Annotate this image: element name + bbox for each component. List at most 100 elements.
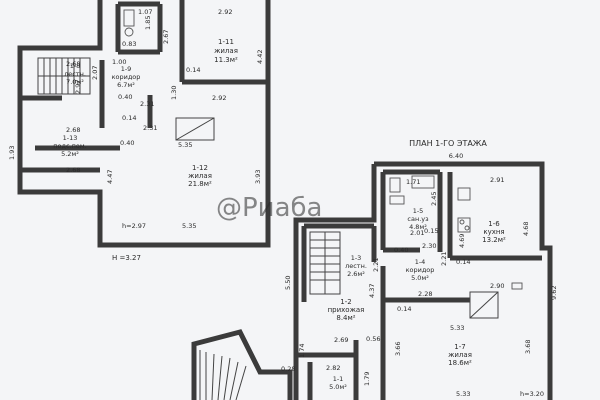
dim-2-97: 2.97	[74, 80, 82, 94]
dim-5-33-a: 5.33	[450, 324, 464, 332]
floor-title: ПЛАН 1-ГО ЭТАЖА	[409, 139, 487, 148]
room-1-9-name: коридор	[112, 73, 141, 81]
dim-2-30: 2.30	[422, 242, 436, 250]
room-1-11-number: 1-11	[218, 38, 234, 46]
room-1-11-name: жилая	[214, 47, 238, 55]
dim-2-45: 2.45	[430, 192, 438, 206]
room-1-5-area: 4.8м²	[409, 223, 427, 231]
dim-2-91: 2.91	[490, 176, 504, 184]
dim-0-40-b: 0.40	[120, 139, 134, 147]
dim-5-33-b: 5.33	[456, 390, 470, 398]
porch-step	[217, 355, 223, 400]
height-lower: h=3.20	[520, 390, 544, 398]
dim-1-00: 1.00	[112, 58, 126, 66]
dim-2-67: 2.67	[162, 30, 170, 44]
stove-fixture	[457, 217, 471, 233]
niche-room-1-12	[175, 117, 215, 141]
room-1-6-area: 13.2м²	[482, 236, 506, 244]
porch-step	[229, 361, 239, 400]
height-upper-inner: h=2.97	[122, 222, 146, 230]
room-1-12-area: 21.8м²	[188, 180, 212, 188]
room-1-7-number: 1-7	[454, 343, 465, 351]
room-1-5-name: сан.уз	[407, 215, 429, 223]
room-1-4-number: 1-4	[415, 258, 426, 266]
room-1-7-area: 18.6м²	[448, 359, 472, 367]
dim-3-66: 3.66	[394, 342, 402, 356]
room-1-9-area: 6.7м²	[117, 81, 135, 89]
dim-2-31-a: 2.31	[140, 100, 154, 108]
dim-2-21-b: 2.21	[440, 252, 448, 266]
porch-step	[211, 353, 215, 400]
dim-2-28: 2.28	[418, 290, 432, 298]
bathroom-fixtures	[389, 175, 435, 205]
dim-0-15: 0.15	[424, 227, 438, 235]
dim-1-79: 1.79	[363, 372, 371, 386]
dim-4-47: 4.47	[106, 170, 114, 184]
heater-diagonal	[469, 291, 499, 319]
room-1-8-name: лестн.	[64, 70, 86, 78]
room-1-2-name: прихожая	[328, 306, 365, 314]
room-1-1-number: 1-1	[333, 375, 344, 383]
lower-block-walls	[293, 161, 553, 400]
dim-2-90: 2.90	[490, 282, 504, 290]
heater-outline	[469, 291, 499, 319]
toilet-fixture	[389, 177, 401, 193]
dim-2-68-c: 2.68	[66, 166, 80, 174]
dim-0-83: 0.83	[122, 40, 136, 48]
boiler-fixture	[511, 282, 523, 290]
room-1-8-number: 1-8	[70, 62, 81, 70]
dim-2-21-a: 2.21	[372, 258, 380, 272]
room-1-2-number: 1-2	[340, 298, 351, 306]
room-1-12-name: жилая	[188, 172, 212, 180]
dim-5-50: 5.50	[284, 276, 292, 290]
room-1-7-name: жилая	[448, 351, 472, 359]
watermark-text: @Риаба	[216, 193, 322, 223]
dim-1-71: 1.71	[406, 178, 420, 186]
stove-burner	[459, 219, 465, 225]
room-1-13-area: 5.2м²	[61, 150, 79, 158]
dim-5-35-b: 5.35	[182, 222, 196, 230]
room-1-1-area: 5.0м²	[329, 383, 347, 391]
room-1-4-area: 5.0м²	[411, 274, 429, 282]
room-1-9-number: 1-9	[121, 65, 132, 73]
porch-step	[223, 357, 231, 400]
dim-1-93: 1.93	[8, 146, 16, 160]
dim-2-07: 2.07	[91, 66, 99, 80]
stair-1-8	[37, 57, 91, 95]
dim-2-92-mid: 2.92	[212, 94, 226, 102]
dim-2-31-b: 2.31	[143, 124, 157, 132]
dim-2-01: 2.01	[410, 229, 424, 237]
bathtub-fixture	[411, 175, 435, 189]
dim-0-56: 0.56	[366, 335, 380, 343]
dim-6-40: 6.40	[449, 152, 463, 160]
room-1-12-number: 1-12	[192, 164, 208, 172]
heater-room-1-7	[469, 282, 523, 319]
dim-1-85: 1.85	[144, 16, 152, 30]
dim-2-68-b: 2.68	[66, 126, 80, 134]
room-1-3-name: лестн.	[345, 262, 367, 270]
dim-2-69: 2.69	[334, 336, 348, 344]
room-1-6-number: 1-6	[488, 220, 500, 228]
dim-0-14-c: 0.14	[456, 258, 470, 266]
stair-1-3	[309, 231, 341, 295]
toilet-fixture	[123, 9, 135, 27]
room-1-4-name: коридор	[406, 266, 435, 274]
niche-diagonal	[175, 117, 215, 141]
dim-3-93: 3.93	[254, 170, 262, 184]
dim-5-35-a: 5.35	[178, 141, 192, 149]
room-1-13-number: 1-13	[63, 134, 78, 142]
room-1-3-number: 1-3	[351, 254, 362, 262]
room-1-2-area: 8.4м²	[336, 314, 355, 322]
sink-fixture	[457, 187, 471, 201]
dim-0-14-d: 0.14	[397, 305, 411, 313]
room-1-11-area: 11.3м²	[214, 56, 238, 64]
upper-block-walls	[17, 0, 271, 248]
lower-block-labels: ПЛАН 1-ГО ЭТАЖА 6.40 1-5 сан.уз 4.8м² 1-…	[281, 139, 558, 398]
washbasin-fixture	[389, 195, 405, 205]
dim-1-07: 1.07	[138, 8, 152, 16]
dim-2-92-top: 2.92	[218, 8, 232, 16]
room-1-8-area: 7.0м²	[66, 78, 84, 86]
washbasin-fixture	[124, 27, 134, 37]
porch-step	[235, 365, 247, 400]
